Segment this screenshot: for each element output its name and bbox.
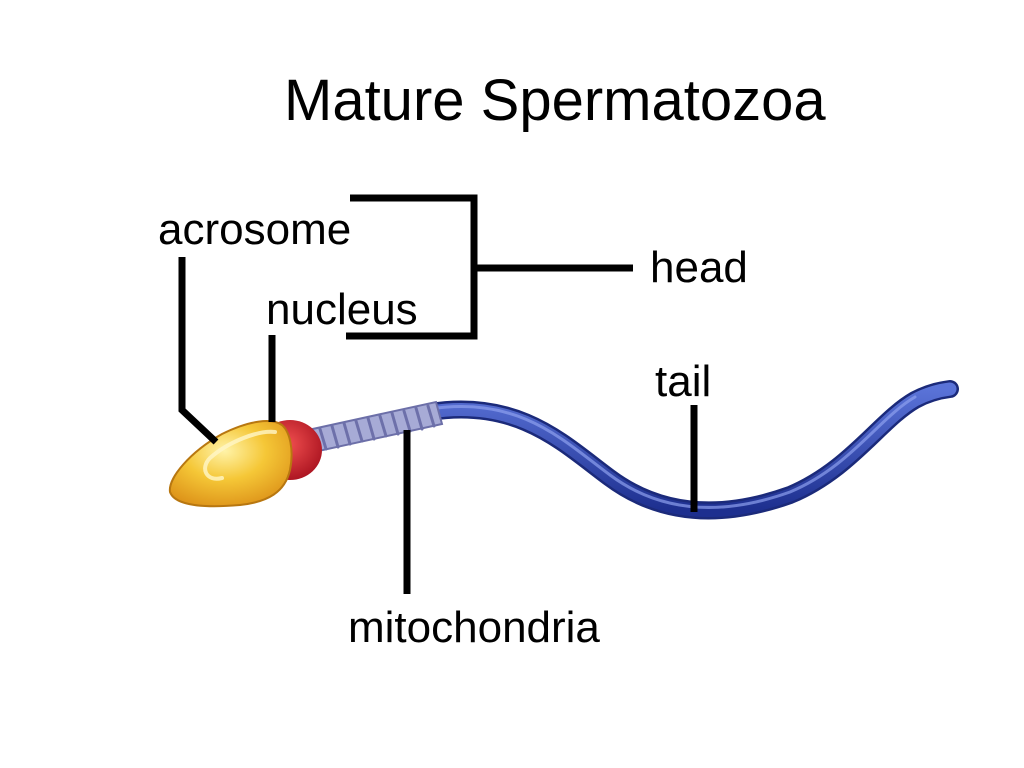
head-label: head [650,243,748,292]
leader-lines [178,194,698,594]
tail-label: tail [655,357,712,406]
tail-flagellum [421,380,959,520]
slide-title: Mature Spermatozoa [284,68,826,133]
acrosome-shape [168,420,293,508]
acrosome-leader [178,257,219,445]
nucleus-label: nucleus [266,285,418,334]
mitochondria-label: mitochondria [348,603,600,652]
midpiece-mitochondria [306,400,444,454]
acrosome-label: acrosome [158,205,352,254]
